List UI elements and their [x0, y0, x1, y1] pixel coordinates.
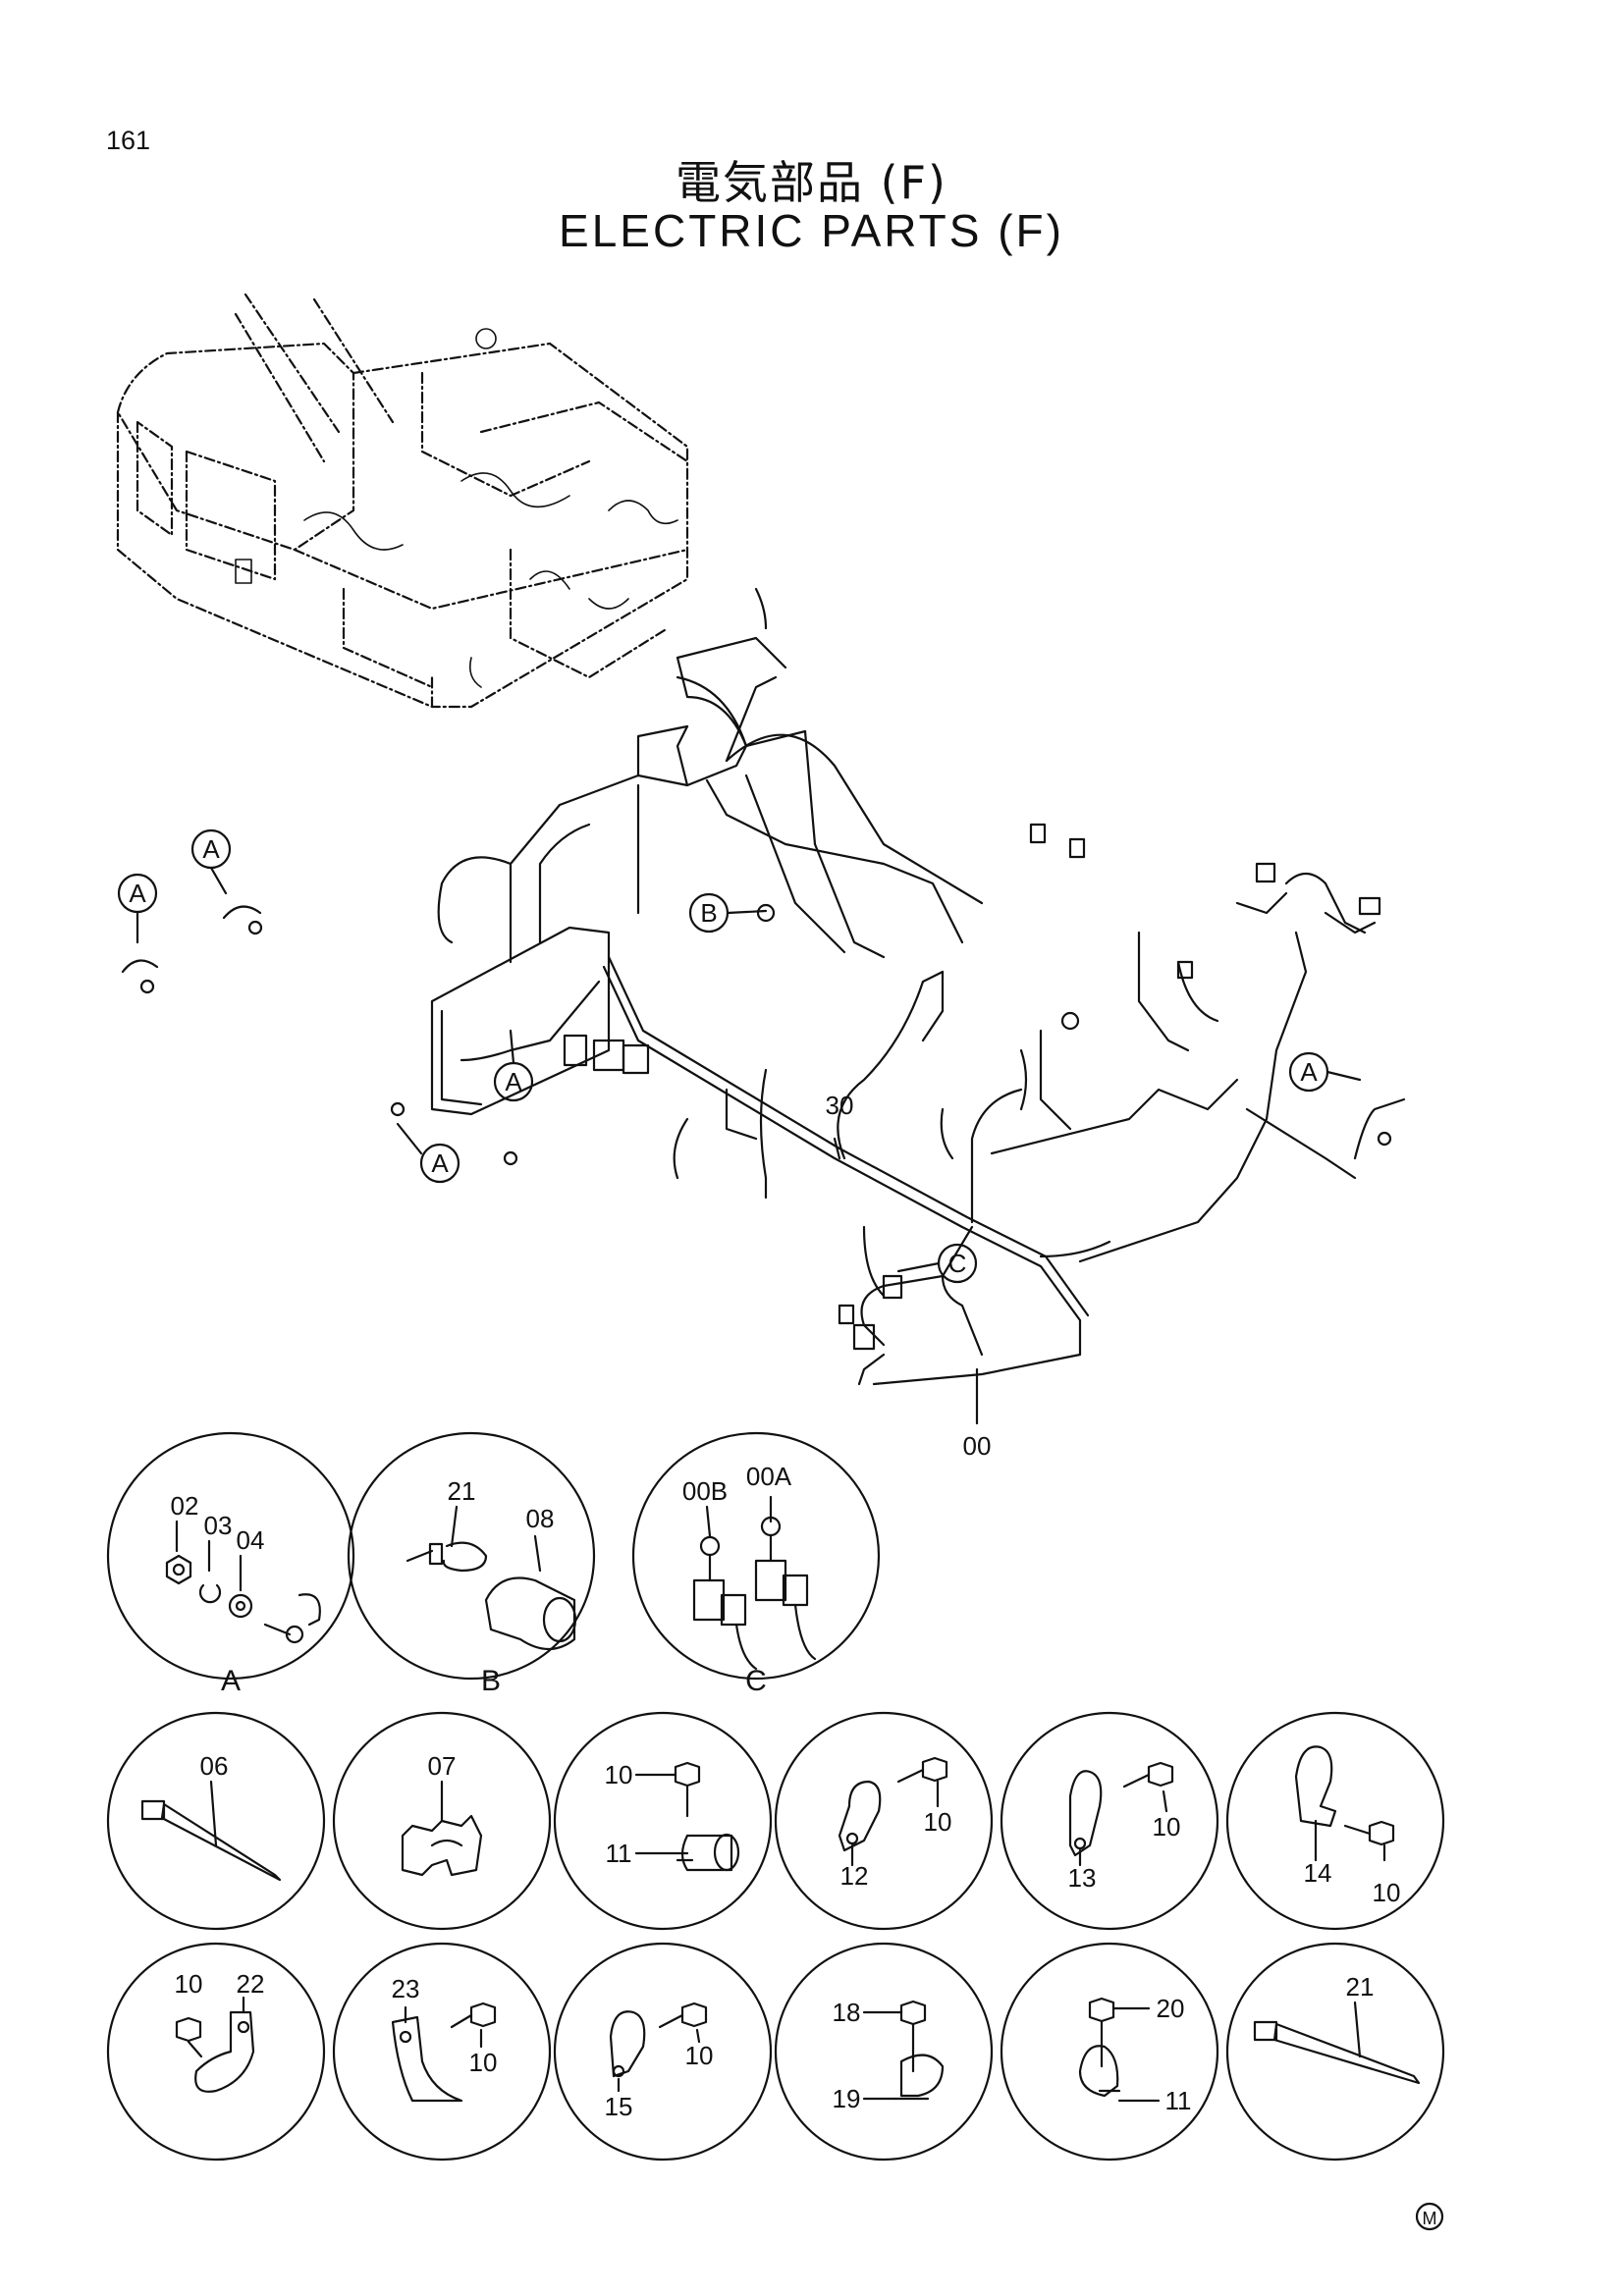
part-circle-10-22 — [106, 1942, 326, 2162]
detail-b-caption: B — [481, 1665, 501, 1697]
part-circle-23-10 — [332, 1942, 552, 2162]
part-circle-18-19 — [774, 1942, 994, 2162]
part-label-22: 22 — [237, 1969, 265, 1999]
detail-circle-b — [347, 1431, 596, 1681]
part-circle-10-13 — [1000, 1711, 1219, 1931]
part-label-11-a: 11 — [606, 1839, 632, 1868]
location-markers — [117, 828, 1362, 1425]
page-title-english: ELECTRIC PARTS (F) — [559, 205, 1064, 256]
corner-mark-circle — [1415, 2202, 1444, 2231]
part-label-10-c: 10 — [1153, 1812, 1181, 1842]
part-label-19: 19 — [833, 2084, 861, 2113]
part-circle-14-10 — [1225, 1711, 1445, 1931]
detail-a-caption: A — [221, 1665, 241, 1697]
part-circle-21 — [1225, 1942, 1445, 2162]
harness-label-00: 00 — [963, 1431, 992, 1461]
part-label-06: 06 — [200, 1751, 229, 1781]
marker-a-center: A — [505, 1067, 522, 1096]
part-label-18: 18 — [833, 1998, 861, 2027]
marker-a-left: A — [129, 879, 146, 908]
part-label-11-b: 11 — [1165, 2086, 1192, 2115]
marker-a-right: A — [1300, 1057, 1318, 1087]
detail-circle-a — [106, 1431, 355, 1681]
part-label-10-b: 10 — [924, 1807, 952, 1837]
part-label-13: 13 — [1068, 1863, 1097, 1893]
part-circle-10-12 — [774, 1711, 994, 1931]
machine-outline — [116, 293, 689, 709]
detail-circle-c — [631, 1431, 881, 1681]
part-circle-06 — [106, 1711, 326, 1931]
detail-b-label-21: 21 — [448, 1476, 476, 1506]
part-label-15: 15 — [605, 2092, 633, 2121]
corner-mark: M — [1423, 2209, 1437, 2228]
page-number: 161 — [106, 126, 151, 155]
part-label-10-g: 10 — [685, 2041, 714, 2070]
marker-c: C — [948, 1249, 967, 1278]
part-label-21-b: 21 — [1346, 1972, 1375, 2002]
marker-b: B — [700, 898, 717, 928]
part-label-23: 23 — [392, 1974, 420, 2003]
part-circle-07 — [332, 1711, 552, 1931]
part-label-14: 14 — [1304, 1858, 1332, 1888]
part-circle-10-11 — [553, 1711, 773, 1931]
part-label-12: 12 — [840, 1861, 869, 1891]
detail-c-label-00b: 00B — [682, 1476, 728, 1506]
part-circle-10-15 — [553, 1942, 773, 2162]
part-label-10-e: 10 — [175, 1969, 203, 1999]
detail-a-label-04: 04 — [237, 1525, 265, 1555]
detail-a-label-03: 03 — [204, 1511, 233, 1540]
detail-c-label-00a: 00A — [746, 1462, 792, 1491]
machine-internal-wiring — [235, 328, 678, 688]
marker-a-lower: A — [431, 1148, 449, 1178]
part-label-10-a: 10 — [605, 1760, 633, 1789]
harness-label-30: 30 — [826, 1091, 854, 1120]
detail-b-label-08: 08 — [526, 1504, 555, 1533]
part-label-07: 07 — [428, 1751, 457, 1781]
marker-a-upper: A — [202, 834, 220, 864]
page-title-japanese: 電気部品 (F) — [676, 156, 947, 209]
part-circle-20-11 — [1000, 1942, 1219, 2162]
part-label-10-f: 10 — [469, 2048, 498, 2077]
part-label-20: 20 — [1157, 1994, 1185, 2023]
part-label-10-d: 10 — [1373, 1878, 1401, 1907]
diagram-labels: A A B A A A C 30 00 02 03 04 A 21 08 B 0… — [129, 834, 1436, 2228]
detail-a-label-02: 02 — [171, 1491, 199, 1521]
main-wire-harness — [390, 587, 1406, 1386]
detail-c-caption: C — [745, 1665, 767, 1697]
